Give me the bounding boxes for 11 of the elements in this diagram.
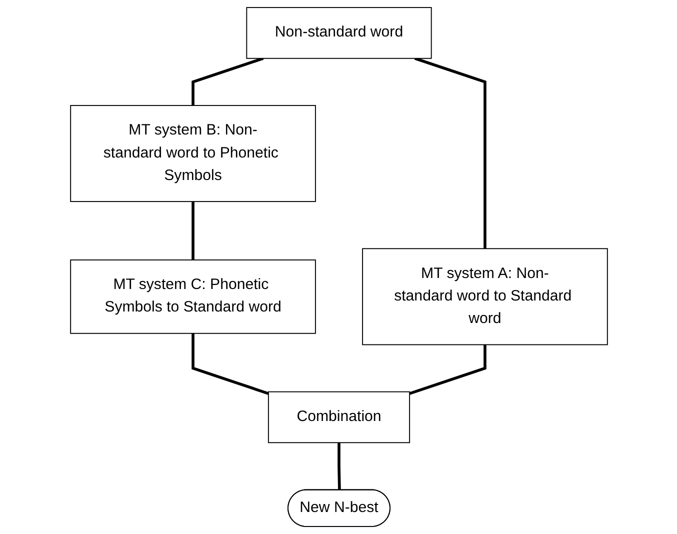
node-box: MT system B: Non-standard word to Phonetic Symbols (70, 105, 316, 202)
connector (337, 442, 340, 490)
connector (191, 333, 268, 395)
connector (408, 344, 486, 395)
node-box: MT system A: Non-standard word to Standard word (362, 248, 608, 346)
connector (191, 202, 194, 260)
node-box: MT system C: Phonetic Symbols to Standard word (70, 259, 316, 334)
node-box: Non-standard word (246, 7, 432, 59)
node-box: Combination (267, 391, 410, 444)
connector (191, 57, 264, 106)
connector (414, 57, 486, 249)
